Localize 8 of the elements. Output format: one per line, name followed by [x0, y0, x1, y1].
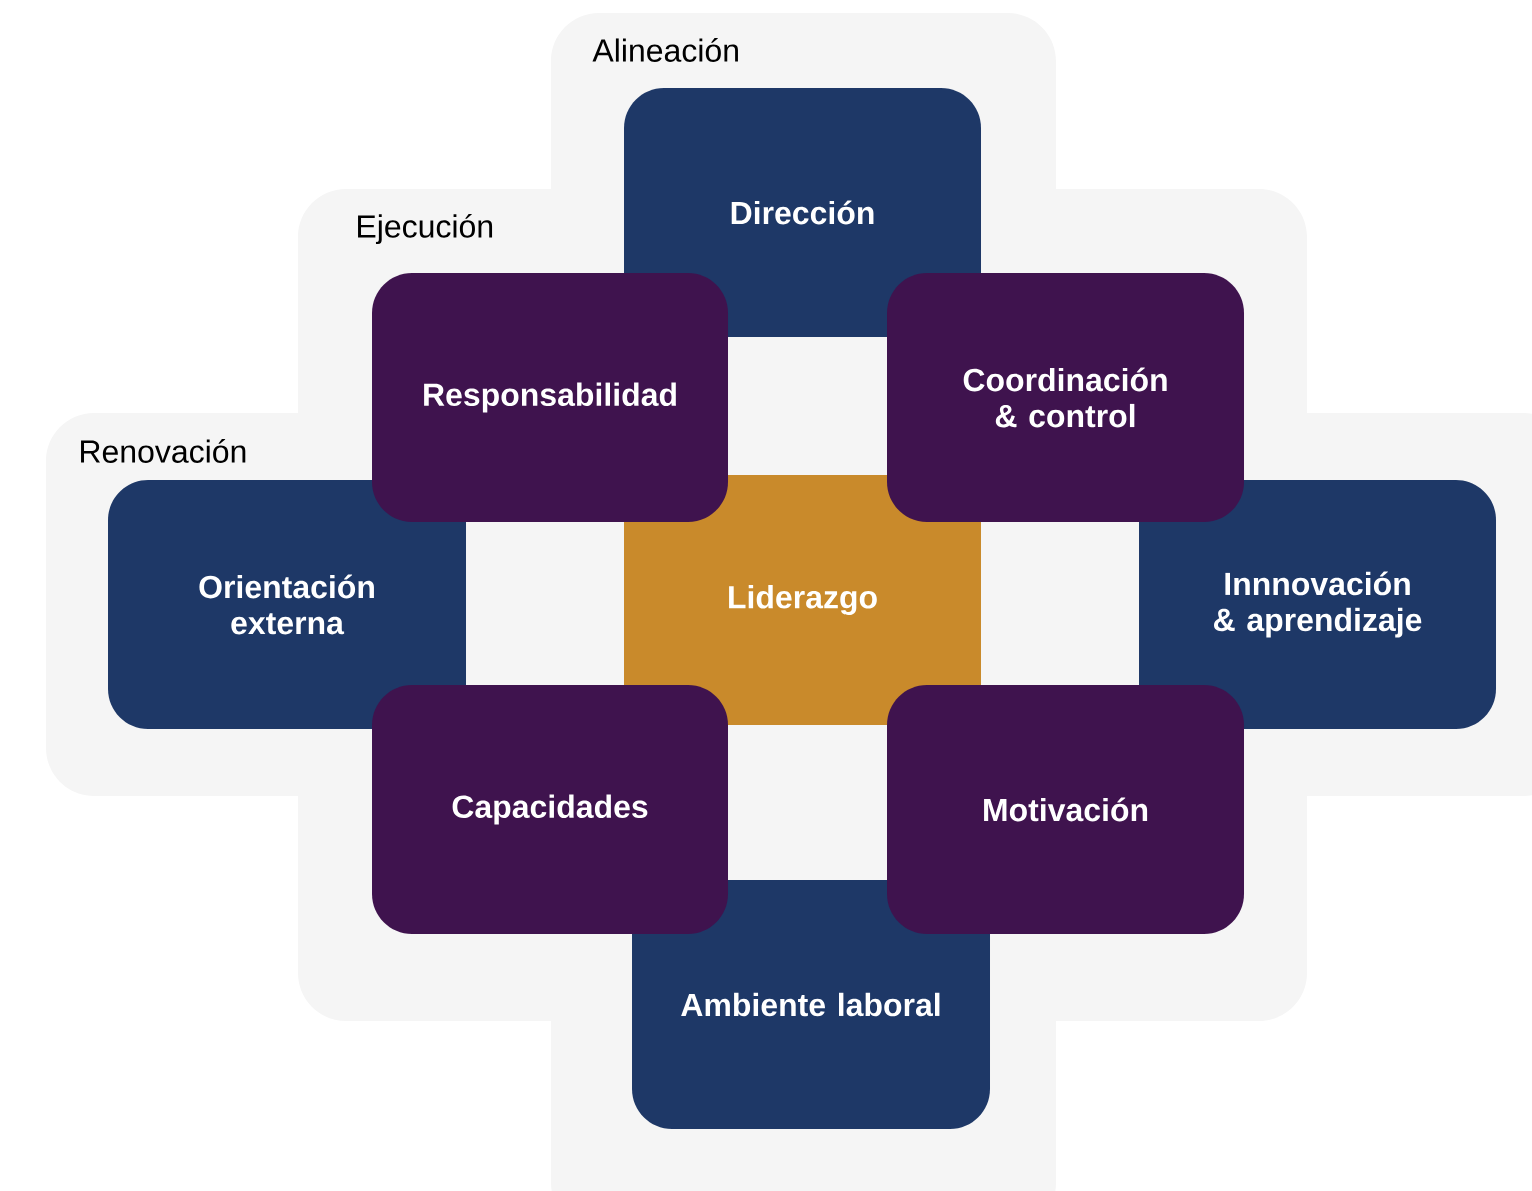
- group-label: Ejecución: [358, 213, 493, 245]
- category-box: Responsabilidad: [372, 273, 728, 522]
- category-box: Innnovación & aprendizaje: [1139, 480, 1496, 729]
- group-label: Alineación: [592, 38, 738, 62]
- category-box: Coordinación & control: [887, 273, 1244, 522]
- category-box: Motivación: [887, 685, 1244, 934]
- category-box: Orientación externa: [108, 480, 466, 729]
- category-box: Capacidades: [372, 685, 728, 934]
